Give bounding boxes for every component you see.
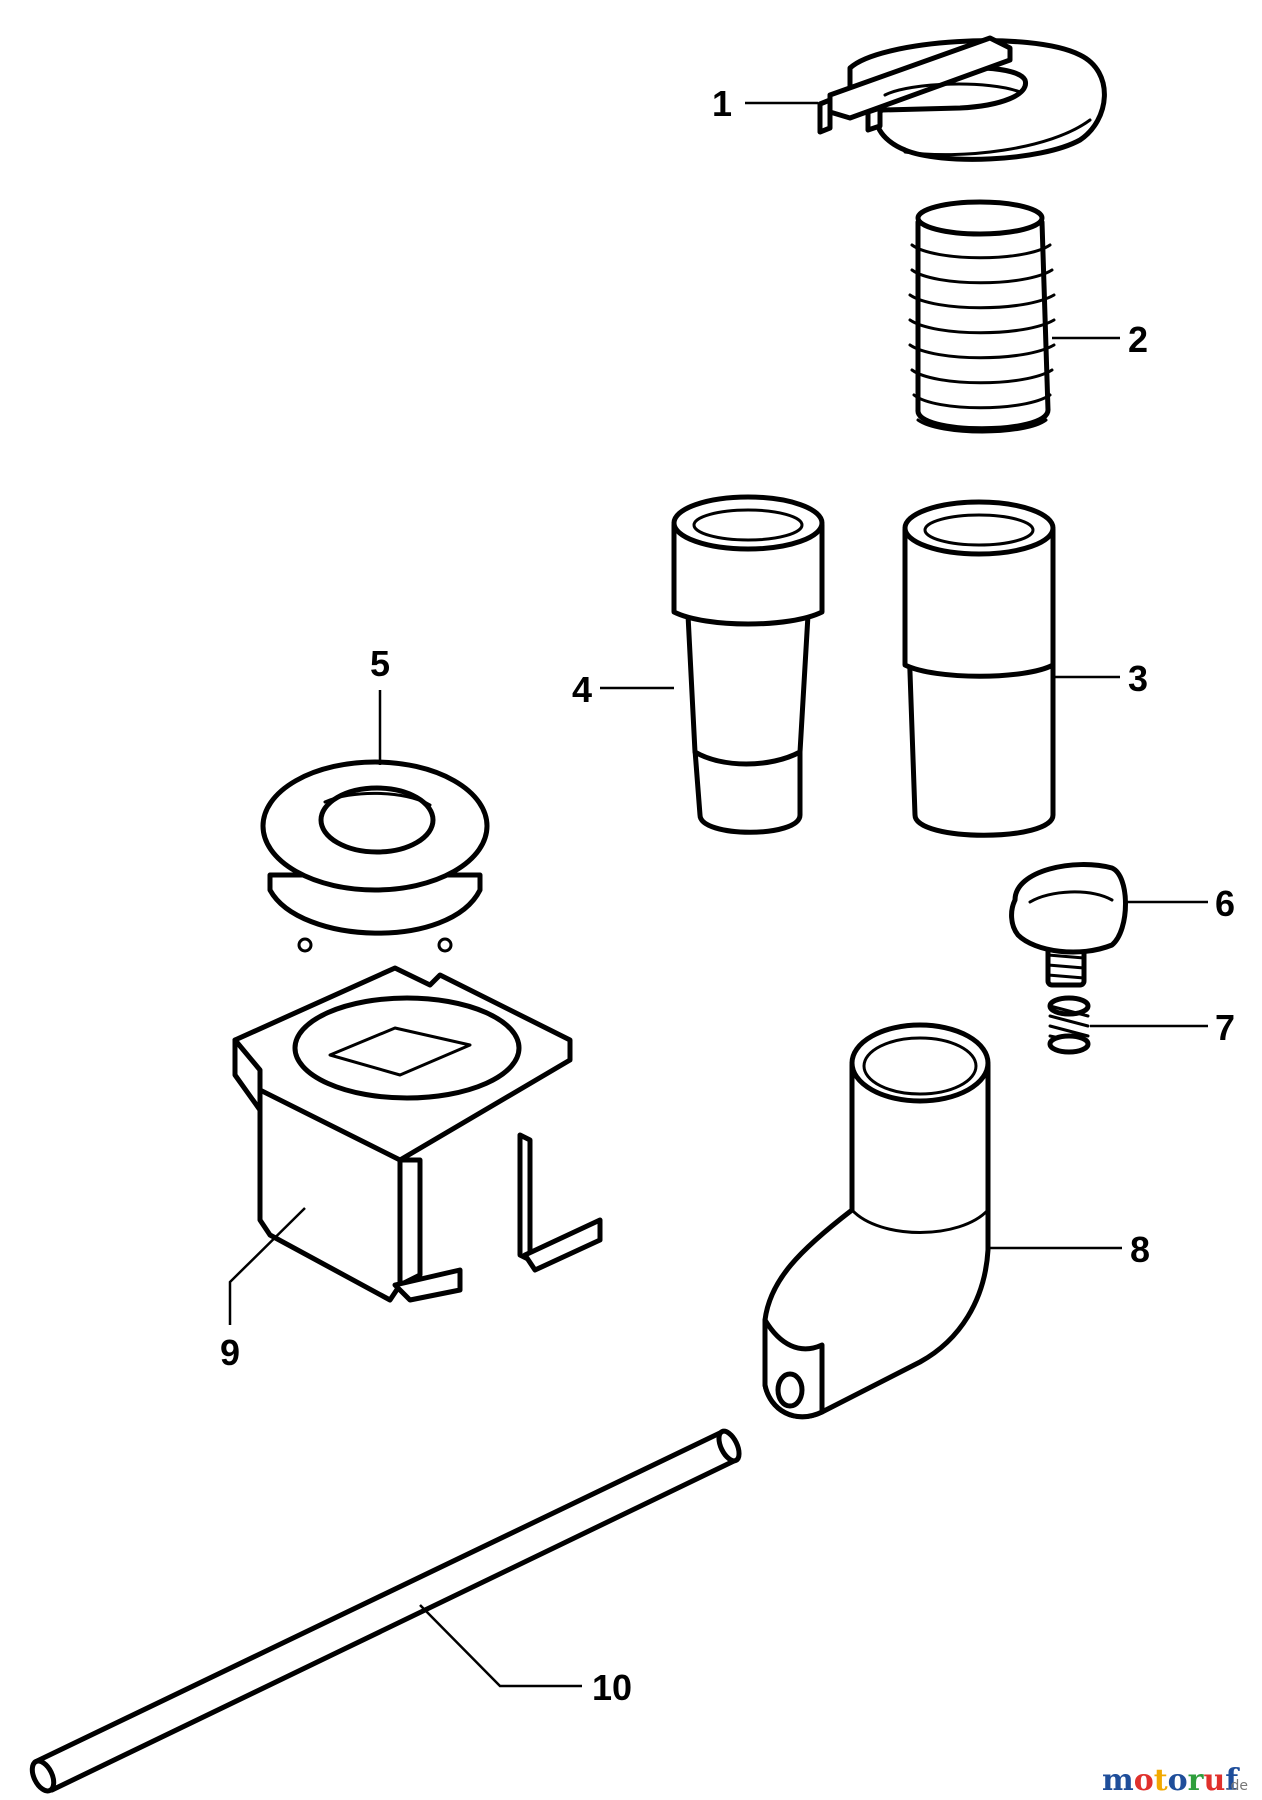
callout-5: 5	[370, 643, 390, 684]
part-9-mounting-bracket	[232, 965, 603, 1303]
watermark-letter: f	[1225, 1763, 1240, 1798]
watermark-logo: motoruf .de	[1102, 1763, 1248, 1798]
watermark-letter: r	[1188, 1763, 1205, 1798]
callout-10: 10	[592, 1667, 632, 1708]
part-6-wing-knob	[1009, 862, 1128, 988]
watermark-letter: o	[1134, 1763, 1154, 1798]
part-3-sleeve	[902, 499, 1056, 838]
part-7-spring	[1047, 995, 1091, 1055]
watermark-letter: o	[1168, 1763, 1188, 1798]
part-5-flange-ring	[260, 759, 490, 953]
callout-4: 4	[572, 669, 592, 710]
svg-text:motoruf: motoruf	[1102, 1763, 1240, 1798]
callout-8: 8	[1130, 1229, 1150, 1270]
watermark-suffix: .de	[1226, 1778, 1248, 1794]
part-4-reducer-sleeve	[671, 494, 825, 835]
callout-7: 7	[1215, 1007, 1235, 1048]
part-10-rod	[29, 1428, 742, 1794]
part-1-hose-bracket	[817, 35, 1107, 162]
callout-3: 3	[1128, 658, 1148, 699]
leader-lines	[228, 101, 1208, 1688]
callout-2: 2	[1128, 319, 1148, 360]
callout-labels: 1 2 3 4 5 6 7 8 9 10	[220, 83, 1235, 1708]
part-2-corrugated-hose	[908, 199, 1056, 434]
callout-1: 1	[712, 83, 732, 124]
watermark-letter: t	[1154, 1763, 1168, 1798]
watermark-letter: m	[1102, 1763, 1134, 1798]
callout-6: 6	[1215, 883, 1235, 924]
watermark-letter: u	[1203, 1763, 1225, 1798]
callout-9: 9	[220, 1332, 240, 1373]
part-8-elbow-outlet	[762, 1022, 991, 1420]
